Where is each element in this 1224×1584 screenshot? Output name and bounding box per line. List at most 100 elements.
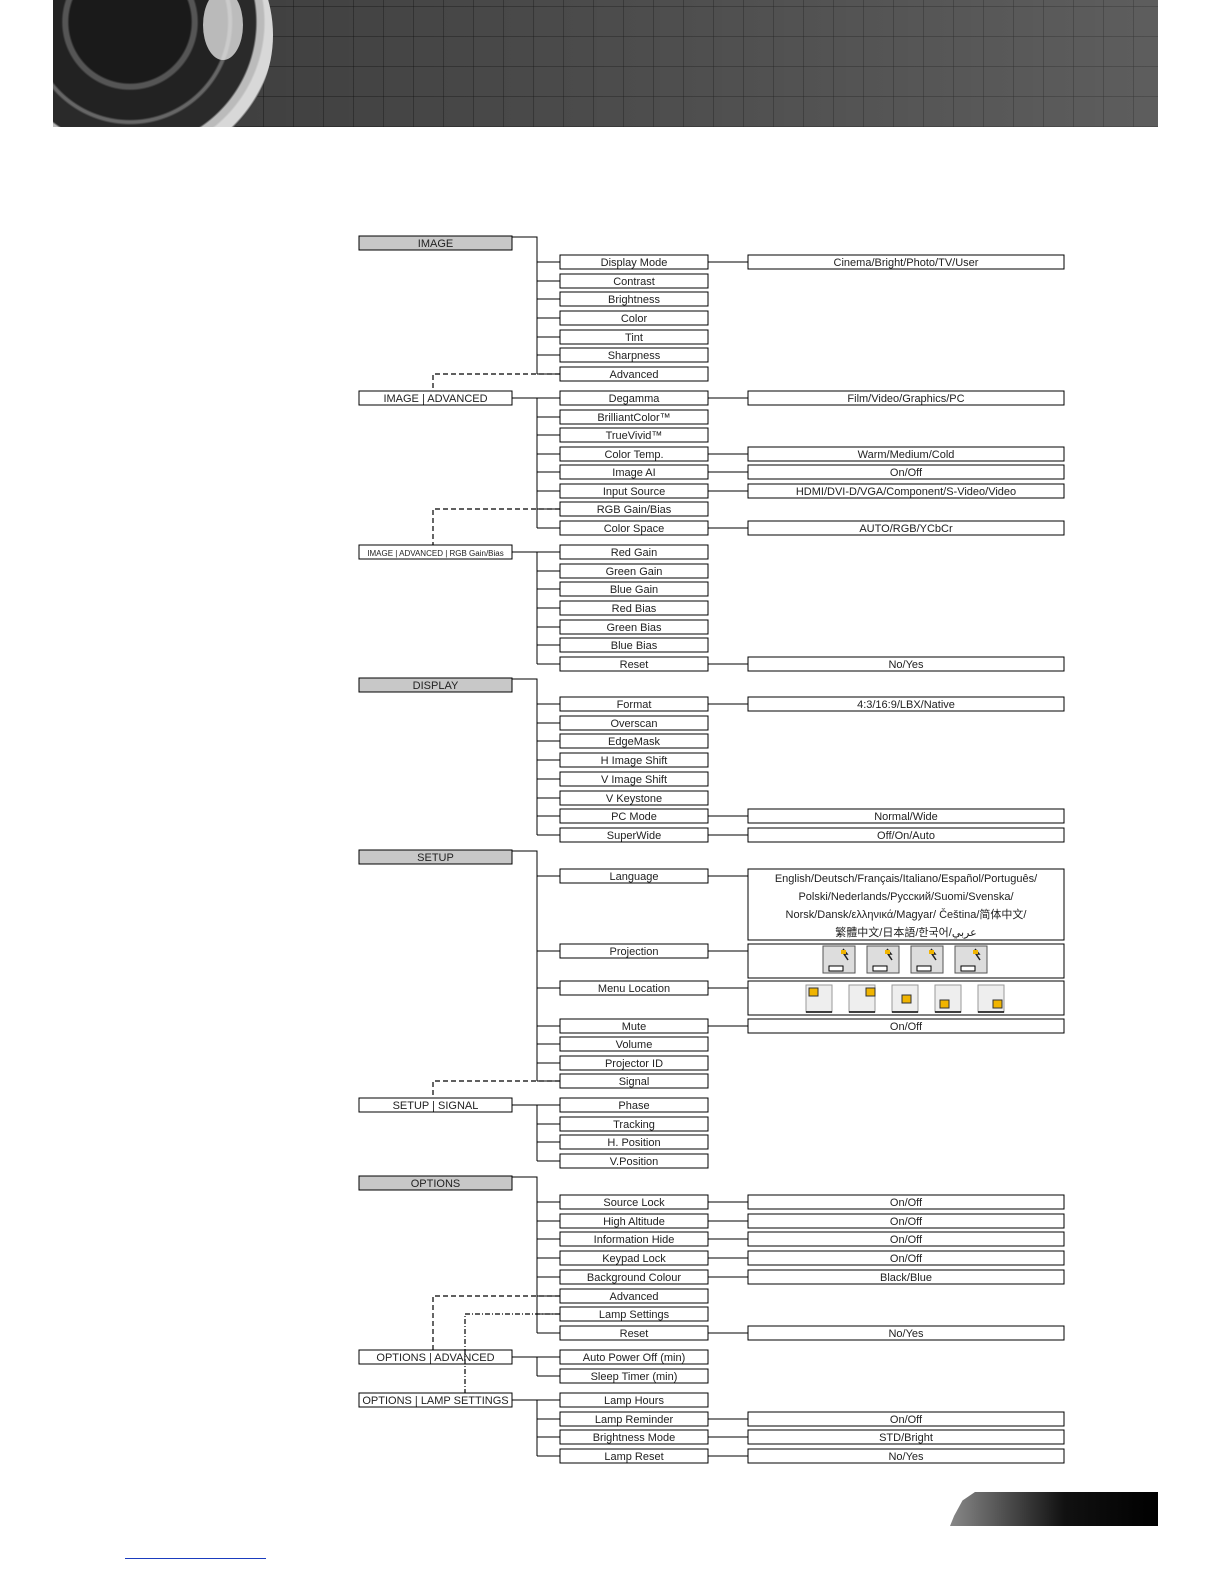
menu-item-phase: Phase xyxy=(559,1097,709,1113)
menu-item-color-temp-label: Color Temp. xyxy=(604,449,663,461)
menu-item-color-frame xyxy=(559,310,709,326)
option-values-brightness-mode-label: STD/Bright xyxy=(879,1432,933,1444)
menu-item-h-position: H. Position xyxy=(559,1134,709,1150)
option-values-lamp-reminder-frame xyxy=(747,1411,1065,1427)
menu-item-tracking-frame xyxy=(559,1116,709,1132)
menu-header-setup-signal-label: SETUP | SIGNAL xyxy=(393,1100,479,1112)
menu-item-reset: Reset xyxy=(559,1325,709,1341)
option-values-degamma-frame xyxy=(747,390,1065,406)
menu-item-projector-id-frame xyxy=(559,1055,709,1071)
menu-item-superwide-label: SuperWide xyxy=(607,830,661,842)
option-values-pc-mode: Normal/Wide xyxy=(747,808,1065,824)
menu-item-lamp-reminder-label: Lamp Reminder xyxy=(595,1414,674,1426)
option-values-source-lock-frame xyxy=(747,1194,1065,1210)
menu-item-v-image-shift-frame xyxy=(559,771,709,787)
option-values-color-space-frame xyxy=(747,520,1065,536)
menu-item-pc-mode-label: PC Mode xyxy=(611,811,657,823)
menu-item-v-keystone: V Keystone xyxy=(559,790,709,806)
option-values-color-temp-frame xyxy=(747,446,1065,462)
menu-item-degamma: Degamma xyxy=(559,390,709,406)
option-values-color-space-label: AUTO/RGB/YCbCr xyxy=(859,523,953,535)
menu-item-color-space-label: Color Space xyxy=(604,523,665,535)
menu-header-options-frame xyxy=(358,1175,513,1191)
menu-item-phase-frame xyxy=(559,1097,709,1113)
menu-item-phase-label: Phase xyxy=(618,1100,649,1112)
projection-icons-panel-frame xyxy=(747,943,1065,979)
option-values-keypad-lock-frame xyxy=(747,1250,1065,1266)
menu-item-language-label: Language xyxy=(610,871,659,883)
footer-link-underline xyxy=(125,1558,266,1559)
menu-item-keypad-lock-label: Keypad Lock xyxy=(602,1253,666,1265)
option-values-mute: On/Off xyxy=(747,1018,1065,1034)
option-values-mute-frame xyxy=(747,1018,1065,1034)
branch-trunk xyxy=(512,678,538,835)
rear-ceiling-projection-icon-lamp xyxy=(973,950,978,954)
option-values-background-colour-label: Black/Blue xyxy=(880,1272,932,1284)
language-values-frame xyxy=(747,868,1065,941)
submenu-link-setup-signal xyxy=(432,1080,560,1098)
menu-item-h-image-shift-label: H Image Shift xyxy=(601,755,668,767)
menu-item-volume-label: Volume xyxy=(616,1039,653,1051)
option-values-high-altitude: On/Off xyxy=(747,1213,1065,1229)
menu-item-blue-gain-label: Blue Gain xyxy=(610,584,658,596)
branch-trunk xyxy=(512,236,538,374)
menu-item-brightness-label: Brightness xyxy=(608,294,660,306)
menu-item-brilliantcolor-frame xyxy=(559,409,709,425)
menu-header-options-advanced: OPTIONS | ADVANCED xyxy=(358,1349,513,1365)
menu-header-options: OPTIONS xyxy=(358,1175,513,1191)
menu-item-image-ai-label: Image AI xyxy=(612,467,655,479)
option-values-superwide-frame xyxy=(747,827,1065,843)
option-values-pc-mode-label: Normal/Wide xyxy=(874,811,938,823)
option-values-language: English/Deutsch/Français/Italiano/Españo… xyxy=(747,868,1065,941)
menu-item-overscan: Overscan xyxy=(559,715,709,731)
menu-item-auto-power-off-min-frame xyxy=(559,1349,709,1365)
option-values-information-hide-label: On/Off xyxy=(890,1234,923,1246)
menu-item-advanced: Advanced xyxy=(559,366,709,382)
option-values-lamp-reset: No/Yes xyxy=(747,1448,1065,1464)
menu-header-image: IMAGE xyxy=(358,235,513,251)
option-values-background-colour-frame xyxy=(747,1269,1065,1285)
option-values-display-mode-label: Cinema/Bright/Photo/TV/User xyxy=(834,257,979,269)
option-values-information-hide-frame xyxy=(747,1231,1065,1247)
menu-item-background-colour: Background Colour xyxy=(559,1269,709,1285)
front-ceiling-projection-icon-lamp xyxy=(929,950,934,954)
menu-item-input-source-label: Input Source xyxy=(603,486,665,498)
menu-item-lamp-settings-label: Lamp Settings xyxy=(599,1309,670,1321)
menu-item-truevivid-frame xyxy=(559,427,709,443)
menu-item-projection: Projection xyxy=(559,943,709,959)
option-values-degamma: Film/Video/Graphics/PC xyxy=(747,390,1065,406)
menu-item-projector-id: Projector ID xyxy=(559,1055,709,1071)
menu-item-lamp-hours-label: Lamp Hours xyxy=(604,1395,664,1407)
menu-item-pc-mode: PC Mode xyxy=(559,808,709,824)
option-values-format: 4:3/16:9/LBX/Native xyxy=(747,696,1065,712)
menu-item-contrast-frame xyxy=(559,273,709,289)
menu-item-contrast-label: Contrast xyxy=(613,276,655,288)
menu-item-color: Color xyxy=(559,310,709,326)
menu-item-v-position-label: V.Position xyxy=(610,1156,659,1168)
menu-item-color-label: Color xyxy=(621,313,648,325)
menu-item-source-lock: Source Lock xyxy=(559,1194,709,1210)
option-values-high-altitude-label: On/Off xyxy=(890,1216,923,1228)
menu-header-options-lamp-settings: OPTIONS | LAMP SETTINGS xyxy=(358,1392,513,1408)
menu-item-blue-bias-frame xyxy=(559,637,709,653)
menu-header-setup-frame xyxy=(358,849,513,865)
menu-item-sharpness-label: Sharpness xyxy=(608,350,661,362)
option-values-superwide: Off/On/Auto xyxy=(747,827,1065,843)
menu-item-v-keystone-frame xyxy=(559,790,709,806)
option-values-format-label: 4:3/16:9/LBX/Native xyxy=(857,699,955,711)
option-values-color-space: AUTO/RGB/YCbCr xyxy=(747,520,1065,536)
option-values-input-source-frame xyxy=(747,483,1065,499)
menu-item-v-position-frame xyxy=(559,1153,709,1169)
menu-item-h-image-shift-frame xyxy=(559,752,709,768)
menu-item-edgemask: EdgeMask xyxy=(559,733,709,749)
option-values-image-ai-label: On/Off xyxy=(890,467,923,479)
menu-header-options-label: OPTIONS xyxy=(411,1178,461,1190)
front-desktop-projection-icon-screen xyxy=(828,965,844,972)
menu-item-green-gain-frame xyxy=(559,563,709,579)
branch-trunk xyxy=(512,1176,538,1333)
menu-item-image-ai: Image AI xyxy=(559,464,709,480)
language-values-line: Polski/Nederlands/Русский/Suomi/Svenska/ xyxy=(798,891,1014,903)
option-values-color-temp: Warm/Medium/Cold xyxy=(747,446,1065,462)
menu-item-brightness-mode-label: Brightness Mode xyxy=(593,1432,676,1444)
menu-item-mute-label: Mute xyxy=(622,1021,646,1033)
